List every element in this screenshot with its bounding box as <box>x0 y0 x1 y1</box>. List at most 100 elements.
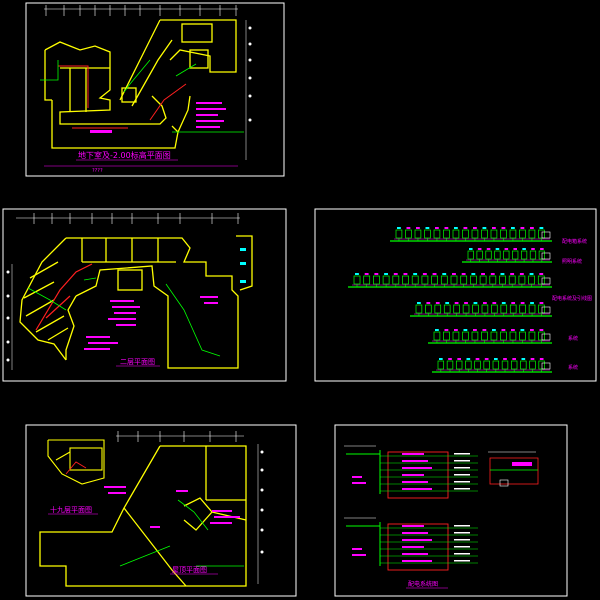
riser-row <box>348 273 552 288</box>
riser-box <box>467 250 474 260</box>
riser-box <box>455 360 463 370</box>
riser-box <box>411 275 419 285</box>
sheet-title-second-floor: 二层平面图 <box>120 358 155 366</box>
riser-box <box>470 275 477 285</box>
riser-box <box>462 304 470 314</box>
panel-box <box>387 451 449 499</box>
axis-markers-right <box>248 26 252 122</box>
riser-box <box>538 304 545 314</box>
legend-block <box>488 451 539 487</box>
sheet-frame <box>25 2 285 177</box>
riser-box <box>433 229 441 239</box>
riser-label-3: 配电系统及引线图 <box>552 295 592 302</box>
riser-box <box>538 229 545 239</box>
riser-box <box>537 275 545 285</box>
riser-box <box>508 275 516 285</box>
riser-row <box>390 227 552 242</box>
riser-box <box>501 360 509 370</box>
riser-box <box>500 229 507 239</box>
axis-markers-left <box>6 270 10 362</box>
riser-box <box>528 331 536 341</box>
riser-box <box>392 275 400 285</box>
riser-box <box>518 275 526 285</box>
riser-box <box>509 229 517 239</box>
riser-box <box>483 360 490 370</box>
sheet-basement-plan: ???? 地下室及-2.00标高平面图 <box>25 2 285 177</box>
riser-box <box>440 275 448 285</box>
riser-box <box>382 275 390 285</box>
riser-box <box>528 229 536 239</box>
riser-box <box>421 275 429 285</box>
building-outline <box>44 19 237 149</box>
green-wiring <box>27 277 221 357</box>
red-wiring <box>65 461 87 475</box>
sheet-frame <box>2 208 287 382</box>
riser-box <box>363 275 371 285</box>
riser-box <box>452 229 460 239</box>
riser-row <box>462 248 552 263</box>
riser-box <box>500 304 508 314</box>
riser-box <box>353 275 361 285</box>
riser-box <box>453 304 460 314</box>
riser-box <box>402 275 409 285</box>
sheet-title-19th-floor: 十九层平面图 <box>50 505 92 514</box>
green-wiring <box>40 59 244 133</box>
riser-box <box>425 304 432 314</box>
riser-box <box>512 250 519 260</box>
riser-box <box>434 304 442 314</box>
riser-rows <box>348 227 552 373</box>
riser-box <box>476 250 483 260</box>
riser-box <box>443 229 450 239</box>
riser-label-1: 配电箱系统 <box>562 238 587 245</box>
riser-box <box>443 304 451 314</box>
dimension-label: ???? <box>92 168 103 174</box>
sheet-title-roof: 屋顶平面图 <box>172 566 207 574</box>
sheet-title-basement: 地下室及-2.00标高平面图 <box>78 150 171 160</box>
side-markers <box>240 248 246 283</box>
riser-row <box>410 302 552 317</box>
riser-box <box>499 275 506 285</box>
riser-box <box>481 304 489 314</box>
riser-box <box>519 331 526 341</box>
riser-box <box>492 360 500 370</box>
riser-box <box>437 360 445 370</box>
riser-label-5: 系统 <box>568 364 578 371</box>
riser-box <box>490 229 498 239</box>
riser-box <box>446 360 454 370</box>
riser-box <box>452 331 460 341</box>
riser-box <box>450 275 458 285</box>
small-floor-outline <box>47 439 105 485</box>
system-diagram-lower <box>344 517 478 571</box>
riser-box <box>472 304 479 314</box>
annotations <box>84 296 218 350</box>
riser-box <box>462 229 469 239</box>
riser-box <box>528 275 535 285</box>
sheet-second-floor-plan: 二层平面图 <box>2 208 287 382</box>
riser-box <box>509 331 517 341</box>
riser-box <box>509 304 517 314</box>
riser-box <box>460 275 468 285</box>
riser-box <box>538 331 545 341</box>
riser-box <box>494 250 501 260</box>
riser-box <box>519 229 526 239</box>
riser-box <box>395 229 403 239</box>
riser-box <box>443 331 450 341</box>
riser-box <box>528 304 536 314</box>
riser-row <box>432 358 552 373</box>
dimension-ticks-top <box>45 5 237 16</box>
riser-box <box>471 331 479 341</box>
riser-box <box>474 360 481 370</box>
riser-box <box>503 250 510 260</box>
red-wiring <box>35 263 93 331</box>
riser-row <box>428 329 552 344</box>
green-wiring <box>119 499 244 567</box>
riser-box <box>489 275 497 285</box>
panel-box <box>387 523 449 571</box>
riser-box <box>500 331 507 341</box>
system-diagram-upper <box>344 445 478 499</box>
riser-box <box>414 229 422 239</box>
riser-label-2: 照明系统 <box>562 258 582 265</box>
riser-box <box>415 304 423 314</box>
sheet-frame <box>334 424 568 597</box>
